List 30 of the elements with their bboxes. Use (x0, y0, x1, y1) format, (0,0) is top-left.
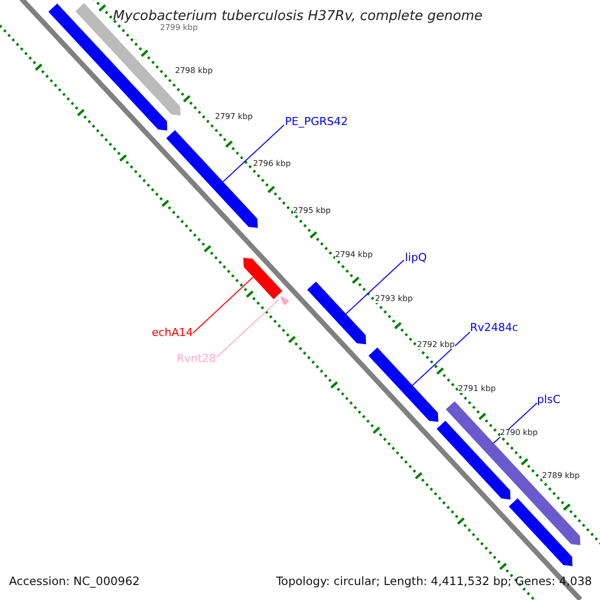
scale-label: 2792 kbp (417, 341, 455, 349)
leader-line (192, 276, 254, 334)
gene-label: plsC (537, 394, 560, 405)
leader-line (412, 332, 470, 386)
scale-label: 2795 kbp (293, 207, 331, 215)
gene-feature (368, 348, 438, 422)
scale-label: 2789 kbp (542, 472, 580, 480)
scale-label: 2790 kbp (500, 429, 538, 437)
gene-feature (280, 296, 290, 306)
scale-label: 2794 kbp (335, 251, 373, 259)
gene-feature (243, 258, 282, 300)
scale-label: 2793 kbp (375, 295, 413, 303)
scale-label: 2791 kbp (458, 385, 496, 393)
gene-label: Rvnt28 (176, 353, 216, 364)
gene-label: PE_PGRS42 (285, 116, 348, 127)
gene-feature (307, 282, 366, 344)
gene-label: lipQ (405, 252, 427, 263)
gene-feature (508, 498, 572, 566)
leader-line (345, 260, 404, 314)
leader-line (216, 298, 280, 358)
gene-label: Rv2484c (470, 322, 518, 333)
genome-summary: Topology: circular; Length: 4,411,532 bp; Genes: 4,038 (276, 576, 592, 588)
scale-label: 2797 kbp (215, 113, 253, 121)
scale-label: 2798 kbp (175, 67, 213, 75)
title: Mycobacterium tuberculosis H37Rv, complete genome (113, 10, 483, 24)
scale-label: 2796 kbp (253, 160, 291, 168)
accession-text: Accession: NC_000962 (9, 576, 140, 588)
scale-label: 2799 kbp (160, 24, 198, 32)
leader-line (222, 124, 284, 182)
gene-label: echA14 (152, 327, 193, 338)
